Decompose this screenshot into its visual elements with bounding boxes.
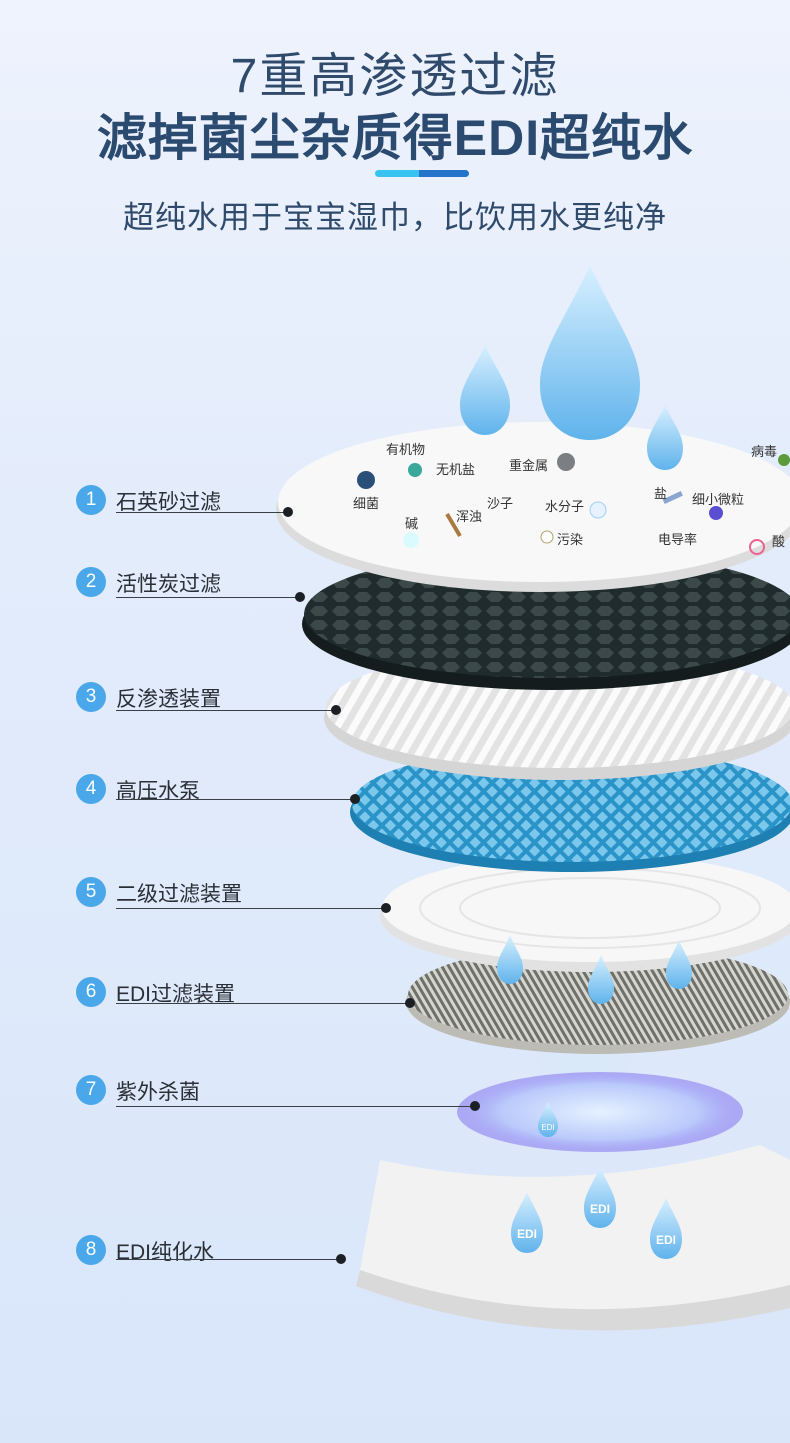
impurity-fine-particles: 细小微粒 [692,492,745,507]
stage-number-badge: 4 [76,774,106,804]
drop-edi-label: EDI [541,1123,554,1132]
impurity-heavy-metal: 重金属 [509,458,549,473]
leader-dot [295,592,305,602]
impurity-salt: 盐 [654,486,668,501]
subtitle: 超纯水用于宝宝湿巾，比饮用水更纯净 [123,200,667,235]
impurity-sand: 沙子 [487,496,514,511]
headline-line-2: 滤掉菌尘杂质得EDI超纯水 [96,110,694,166]
leader-line [116,799,356,800]
stage-label-text: 高压水泵 [116,780,200,803]
leader-dot [350,794,360,804]
filter-layers-graphic: EDI EDI EDI EDI [276,265,790,1331]
leader-dot [336,1254,346,1264]
leader-dot [381,903,391,913]
leader-line [116,512,288,513]
stage-number-badge: 1 [76,485,106,515]
leader-line [116,1003,410,1004]
stage-number-badge: 3 [76,682,106,712]
impurity-bacteria: 细菌 [353,496,380,511]
stage-label-text: 活性炭过滤 [116,573,221,596]
impurity-virus: 病毒 [751,444,778,459]
accent-divider [375,170,469,177]
stage-label-text: 二级过滤装置 [116,883,242,906]
stage-number-badge: 7 [76,1075,106,1105]
stage-number-badge: 2 [76,567,106,597]
leader-dot [283,507,293,517]
leader-line [116,710,336,711]
filtration-illustration: EDI EDI EDI EDI 有机物 细菌 无机盐 重金属 病毒 碱 浑浊 沙… [0,240,790,1443]
stage-number-badge: 5 [76,877,106,907]
impurity-conductivity: 电导率 [658,532,698,547]
impurity-organic: 有机物 [386,442,426,457]
leader-line [116,908,386,909]
impurity-water-molecule: 水分子 [545,499,585,514]
drop-edi-label: EDI [590,1202,610,1216]
leader-line [116,1259,340,1260]
stage-label-text: EDI纯化水 [116,1241,215,1264]
leader-dot [331,705,341,715]
leader-dot [470,1101,480,1111]
drop-edi-label: EDI [517,1227,537,1241]
stage-number-badge: 6 [76,977,106,1007]
headline-line-1: 7重高渗透过滤 [230,50,560,103]
impurity-acid: 酸 [772,534,786,549]
impurity-alkali: 碱 [405,516,419,531]
impurity-turbid: 浑浊 [456,509,483,524]
drop-edi-label: EDI [656,1233,676,1247]
leader-line [116,1106,476,1107]
stage-label-text: 紫外杀菌 [116,1081,200,1104]
stage-label-text: 反渗透装置 [116,688,221,711]
impurity-pollution: 污染 [557,532,584,547]
stage-label-text: 石英砂过滤 [116,491,221,514]
leader-line [116,597,300,598]
leader-dot [405,998,415,1008]
stage-label-text: EDI过滤装置 [116,983,236,1006]
impurity-inorganic-salt: 无机盐 [436,462,476,477]
stage-number-badge: 8 [76,1235,106,1265]
